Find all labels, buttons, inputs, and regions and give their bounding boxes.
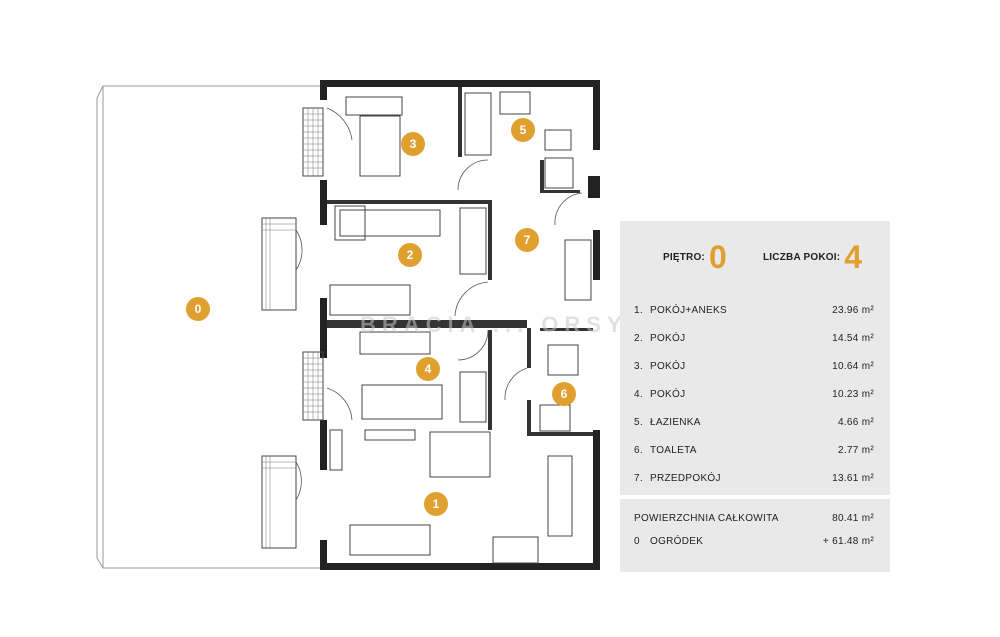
room-name: TOALETA (650, 445, 697, 456)
room-row: 5. ŁAZIENKA 4.66 m² (634, 417, 874, 433)
room-row: 3. POKÓJ 10.64 m² (634, 361, 874, 377)
interior-walls (327, 87, 593, 436)
room-badge-4: 4 (416, 357, 440, 381)
garden-label: OGRÓDEK (650, 536, 704, 547)
room-name: ŁAZIENKA (650, 417, 701, 428)
room-name: POKÓJ+ANEKS (650, 305, 727, 316)
room-badge-3: 3 (401, 132, 425, 156)
room-name: POKÓJ (650, 361, 686, 372)
room-name: PRZEDPOKÓJ (650, 473, 721, 484)
rooms-count-value: 4 (844, 239, 863, 275)
room-row: 4. POKÓJ 10.23 m² (634, 389, 874, 405)
room-index: 2. (634, 333, 643, 344)
room-index: 3. (634, 361, 643, 372)
room-name: POKÓJ (650, 333, 686, 344)
room-area: 13.61 m² (832, 473, 874, 484)
room-badge-0: 0 (186, 297, 210, 321)
furniture (329, 91, 592, 564)
room-area: 2.77 m² (837, 445, 874, 456)
outer-walls (320, 80, 600, 570)
room-badge-5: 5 (511, 118, 535, 142)
room-row: 7. PRZEDPOKÓJ 13.61 m² (634, 473, 874, 489)
total-area-label: POWIERZCHNIA CAŁKOWITA (634, 513, 779, 524)
room-badge-6: 6 (552, 382, 576, 406)
watermark: BRACIA ... ORSY (360, 312, 628, 337)
room-index: 6. (634, 445, 643, 456)
room-index: 5. (634, 417, 643, 428)
garden-index: 0 (634, 536, 640, 547)
room-index: 1. (634, 305, 643, 316)
room-row: 6. TOALETA 2.77 m² (634, 445, 874, 461)
room-area: 10.64 m² (832, 361, 874, 372)
floor-label: PIĘTRO: (663, 251, 705, 263)
room-badge-7: 7 (515, 228, 539, 252)
room-badge-1: 1 (424, 492, 448, 516)
window-bays (261, 107, 324, 549)
garden-outline (96, 85, 320, 569)
totals-card: POWIERZCHNIA CAŁKOWITA 80.41 m² 0 OGRÓDE… (620, 499, 890, 572)
floor-value: 0 (708, 239, 727, 275)
room-name: POKÓJ (650, 389, 686, 400)
room-area: 23.96 m² (832, 305, 874, 316)
total-area-value: 80.41 m² (832, 513, 874, 524)
garden-row: 0 OGRÓDEK + 61.48 m² (634, 536, 874, 552)
room-row: 1. POKÓJ+ANEKS 23.96 m² (634, 305, 874, 321)
room-index: 7. (634, 473, 643, 484)
room-area: 4.66 m² (837, 417, 874, 428)
room-area: 10.23 m² (832, 389, 874, 400)
room-index: 4. (634, 389, 643, 400)
window-tiles (262, 108, 323, 548)
floor-info: PIĘTRO: 0 (663, 239, 727, 275)
rooms-count-info: LICZBA POKOI: 4 (763, 239, 862, 275)
room-area: 14.54 m² (832, 333, 874, 344)
total-area-row: POWIERZCHNIA CAŁKOWITA 80.41 m² (634, 513, 874, 529)
door-swings (295, 107, 583, 501)
info-panel: PIĘTRO: 0 LICZBA POKOI: 4 1. POKÓJ+ANEKS… (620, 221, 890, 572)
room-badge-2: 2 (398, 243, 422, 267)
rooms-count-label: LICZBA POKOI: (763, 251, 841, 263)
garden-value: + 61.48 m² (822, 536, 874, 547)
room-list-card: PIĘTRO: 0 LICZBA POKOI: 4 1. POKÓJ+ANEKS… (620, 221, 890, 495)
room-row: 2. POKÓJ 14.54 m² (634, 333, 874, 349)
